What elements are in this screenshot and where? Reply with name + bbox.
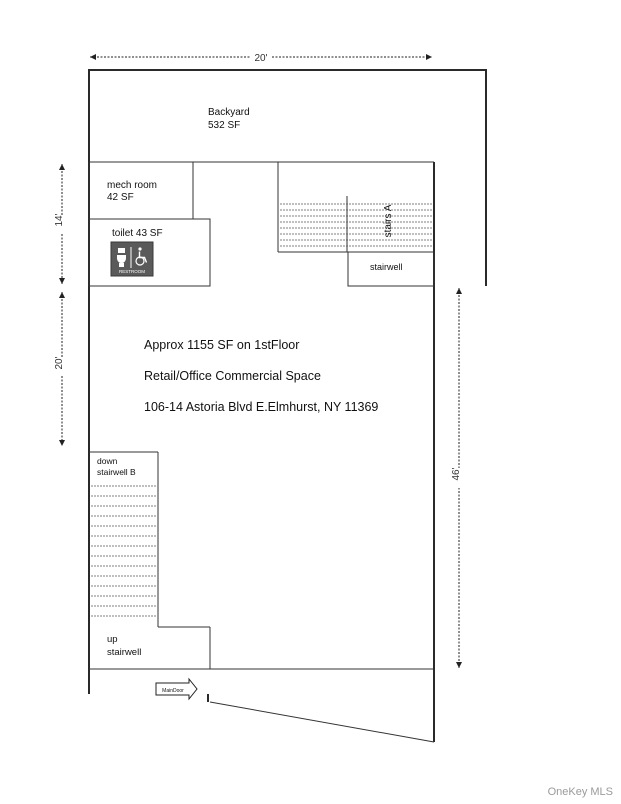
- stairs-a-block: [277, 162, 435, 287]
- left-dimension-upper: 14': [54, 164, 69, 284]
- right-dimension: 46': [451, 288, 466, 668]
- area-line: Approx 1155 SF on 1stFloor: [144, 338, 299, 352]
- main-door-arrow: MainDoor: [155, 677, 198, 701]
- stairwell-up-line1: up: [107, 634, 118, 645]
- backyard-name: Backyard: [208, 107, 250, 118]
- stairwell-b-treads: [91, 485, 156, 617]
- toilet-icon: [117, 248, 126, 267]
- left-dimension-lower: 20': [54, 292, 69, 446]
- stairwell-b-block: [89, 451, 211, 669]
- toilet-room: [88, 218, 211, 287]
- top-dimension: 20': [90, 51, 432, 64]
- left-dimension-upper-label: 14': [54, 213, 65, 226]
- use-line: Retail/Office Commercial Space: [144, 369, 321, 383]
- right-dimension-label: 46': [451, 467, 462, 480]
- stairwell-b-line2: stairwell B: [97, 467, 136, 477]
- backyard-area: 532 SF: [208, 120, 240, 131]
- stairs-a-treads: [280, 203, 432, 247]
- top-dimension-label: 20': [254, 53, 267, 64]
- left-dimension-lower-label: 20': [54, 356, 65, 369]
- restroom-sign-text: RESTROOM: [119, 269, 145, 274]
- stairwell-up-line2: stairwell: [107, 647, 141, 658]
- address-line: 106-14 Astoria Blvd E.Elmhurst, NY 11369: [144, 400, 378, 414]
- mech-room-name: mech room: [107, 180, 157, 191]
- wheelchair-icon: [135, 247, 148, 266]
- toilet-label: toilet 43 SF: [112, 228, 163, 239]
- restroom-sign: RESTROOM: [110, 241, 154, 277]
- mech-room-area: 42 SF: [107, 192, 134, 203]
- stairs-a-label: stairs A: [383, 204, 394, 237]
- main-door-label: MainDoor: [162, 688, 184, 694]
- stairwell-b-line1: down: [97, 456, 118, 466]
- watermark: OneKey MLS: [547, 786, 613, 798]
- stairwell-top-label: stairwell: [370, 262, 403, 272]
